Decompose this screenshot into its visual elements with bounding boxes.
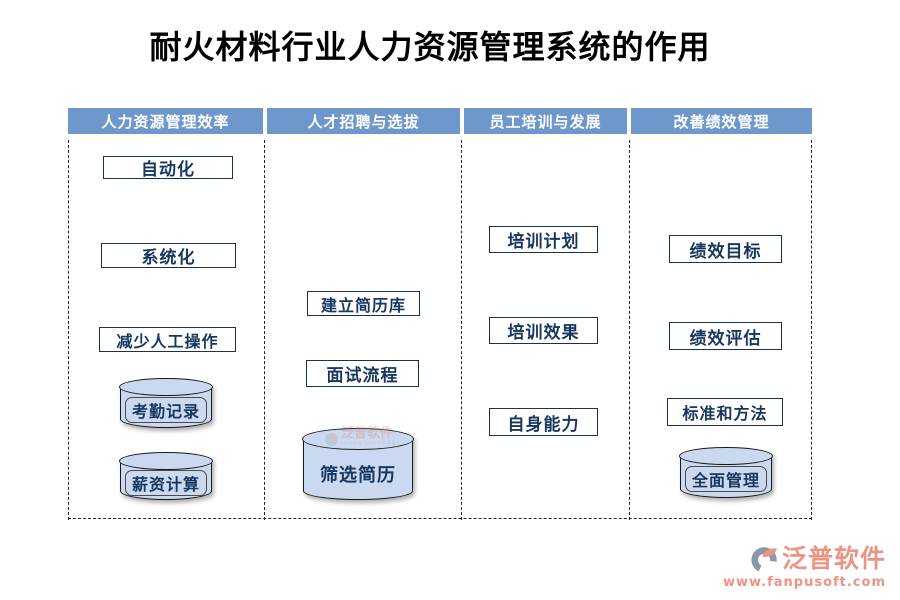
page-title: 耐火材料行业人力资源管理系统的作用 bbox=[149, 28, 711, 66]
footer-brand: 泛普软件 www.fanpusoft.com bbox=[722, 544, 886, 591]
training-effect-box: 培训效果 bbox=[489, 317, 598, 344]
salary-calculation-label: 薪资计算 bbox=[124, 469, 207, 496]
interview-process-box: 面试流程 bbox=[306, 360, 419, 387]
salary-calculation-cylinder: 薪资计算 bbox=[119, 452, 213, 500]
footer-brand-name: 泛普软件 bbox=[781, 544, 886, 573]
column-header-recruitment: 人才招聘与选拔 bbox=[267, 108, 460, 134]
comprehensive-management-cylinder: 全面管理 bbox=[679, 447, 773, 498]
dashed-divider bbox=[811, 140, 812, 520]
dashed-bottom-line bbox=[68, 518, 812, 519]
automation-box: 自动化 bbox=[103, 156, 233, 180]
performance-goal-box: 绩效目标 bbox=[669, 235, 782, 263]
training-plan-box: 培训计划 bbox=[489, 226, 598, 253]
column-header-performance: 改善绩效管理 bbox=[631, 108, 812, 134]
resume-screening-cylinder: 筛选简历 bbox=[302, 428, 414, 500]
attendance-records-cylinder: 考勤记录 bbox=[119, 378, 213, 428]
dashed-divider bbox=[68, 140, 69, 520]
footer-brand-url: www.fanpusoft.com bbox=[722, 575, 886, 590]
resume-screening-label: 筛选简历 bbox=[320, 464, 396, 486]
systematization-box: 系统化 bbox=[101, 243, 236, 268]
dashed-divider bbox=[629, 140, 630, 520]
comprehensive-management-label: 全面管理 bbox=[684, 466, 767, 492]
performance-evaluation-box: 绩效评估 bbox=[669, 322, 782, 350]
standards-methods-box: 标准和方法 bbox=[667, 398, 783, 426]
resume-library-box: 建立简历库 bbox=[307, 291, 420, 316]
dashed-divider bbox=[461, 140, 462, 520]
column-header-hr-efficiency: 人力资源管理效率 bbox=[68, 108, 263, 134]
attendance-records-label: 考勤记录 bbox=[124, 396, 207, 423]
self-ability-box: 自身能力 bbox=[489, 408, 598, 436]
fanpu-logo-icon bbox=[751, 547, 778, 573]
dashed-divider bbox=[264, 140, 265, 520]
reduce-manual-work-box: 减少人工操作 bbox=[99, 327, 236, 352]
column-header-training: 员工培训与发展 bbox=[464, 108, 627, 134]
